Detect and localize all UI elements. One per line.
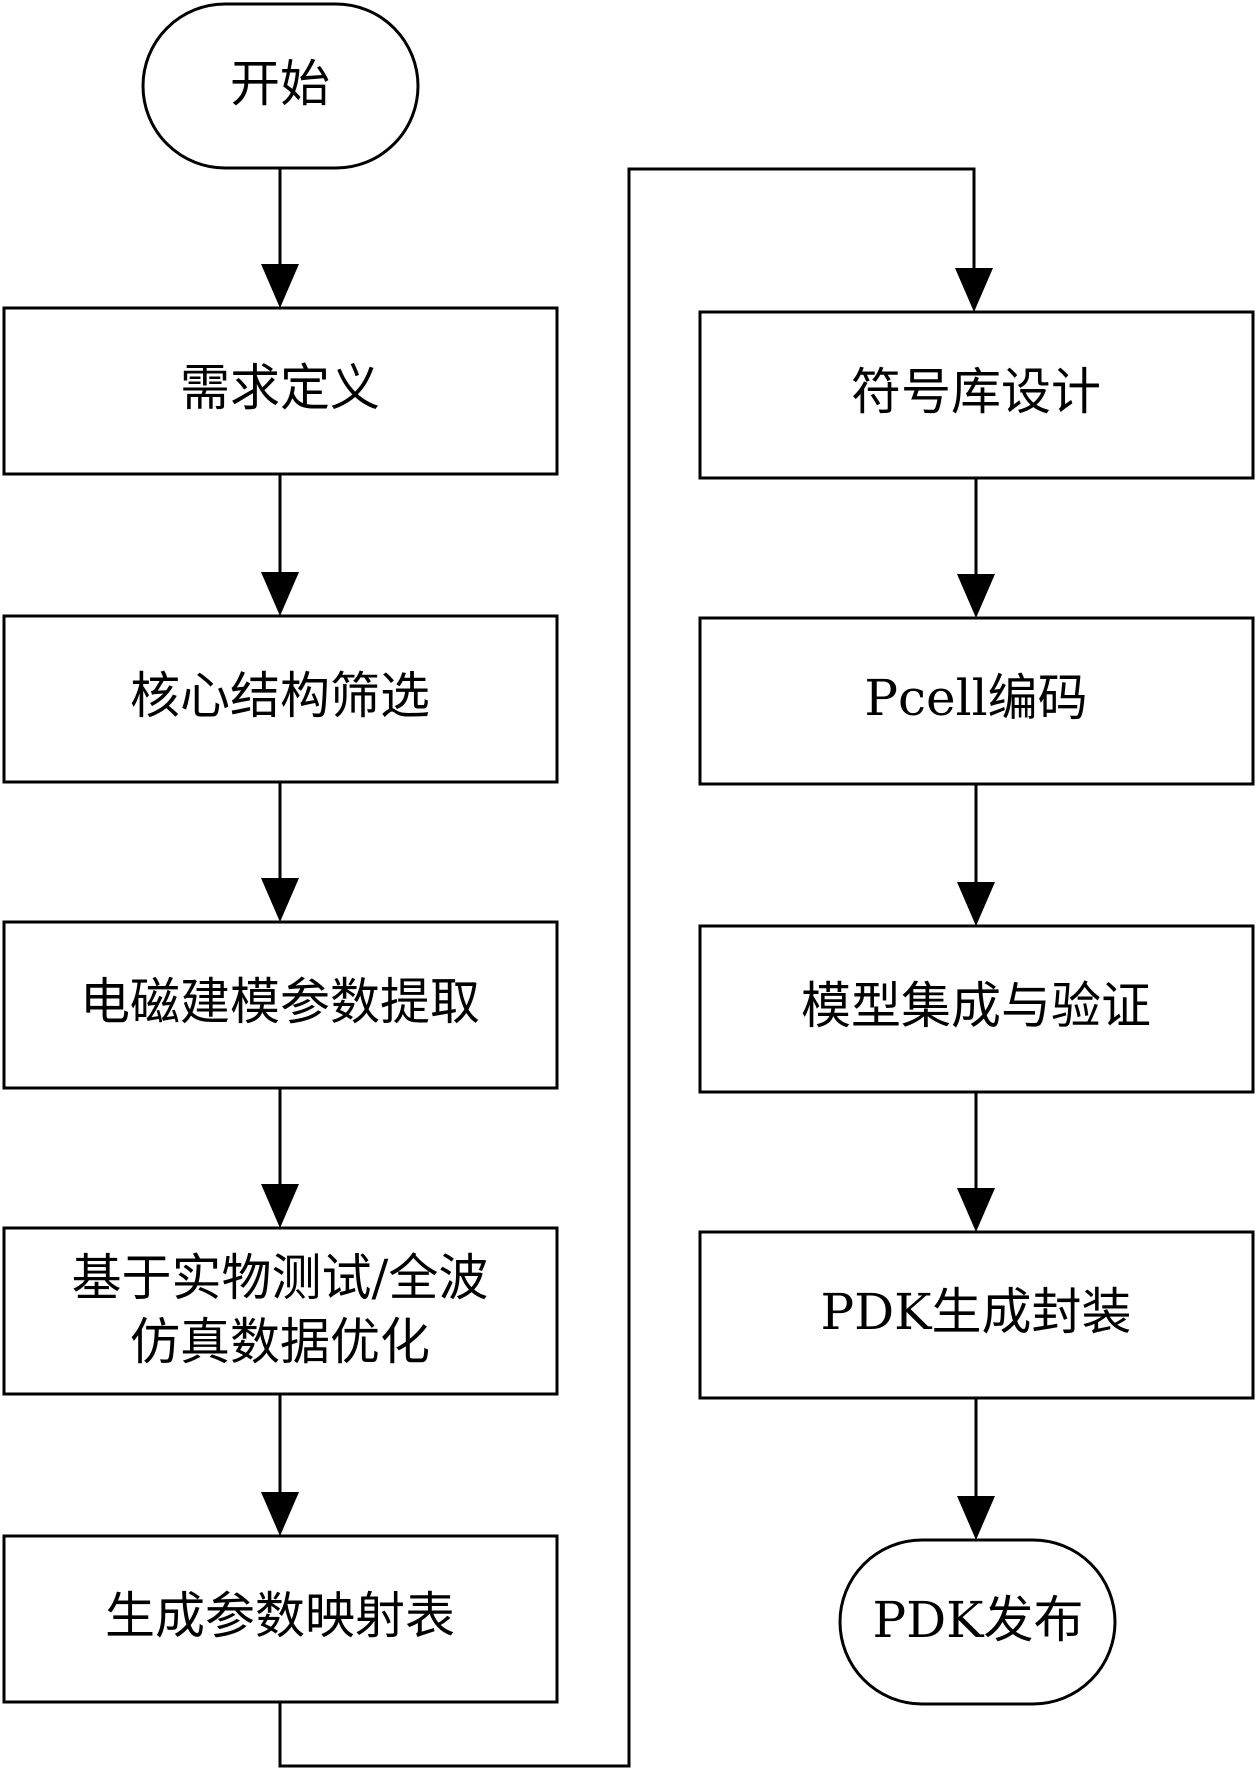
pdk-release-node: PDK发布	[838, 1538, 1117, 1706]
arrow-pcell-to-model-integration	[957, 784, 995, 926]
core-structure-node: 核心结构筛选	[2, 614, 559, 784]
pdk-packaging-node: PDK生成封装	[698, 1230, 1255, 1400]
arrow-mapping-table-to-symbol-library	[278, 167, 993, 1768]
arrow-core-structure-to-em-extraction	[261, 782, 299, 922]
arrow-symbol-library-to-pcell	[957, 478, 995, 618]
arrow-start-to-requirements	[261, 168, 299, 308]
start-label: 开始	[230, 55, 330, 113]
core-structure-label: 核心结构筛选	[130, 667, 430, 725]
arrow-requirements-to-core-structure	[261, 474, 299, 616]
arrow-pdk-packaging-to-pdk-release	[957, 1398, 995, 1540]
symbol-library-node: 符号库设计	[698, 310, 1255, 480]
model-integration-label: 模型集成与验证	[801, 977, 1151, 1035]
em-extraction-label: 电磁建模参数提取	[80, 973, 480, 1031]
mapping-table-label: 生成参数映射表	[105, 1587, 455, 1645]
arrow-em-extraction-to-optimization	[261, 1088, 299, 1228]
optimization-label-line1: 基于实物测试/全波	[72, 1249, 489, 1307]
mapping-table-node: 生成参数映射表	[2, 1534, 559, 1704]
start-node: 开始	[141, 2, 420, 170]
optimization-label-line2: 仿真数据优化	[130, 1313, 430, 1371]
pcell-label: Pcell编码	[864, 669, 1087, 727]
requirements-node: 需求定义	[2, 306, 559, 476]
optimization-node: 基于实物测试/全波 仿真数据优化	[2, 1226, 559, 1396]
model-integration-node: 模型集成与验证	[698, 924, 1255, 1094]
arrow-optimization-to-mapping-table	[261, 1394, 299, 1536]
pcell-node: Pcell编码	[698, 616, 1255, 786]
symbol-library-label: 符号库设计	[851, 363, 1101, 421]
arrow-model-integration-to-pdk-packaging	[957, 1092, 995, 1232]
pdk-packaging-label: PDK生成封装	[820, 1283, 1131, 1341]
pdk-release-label: PDK发布	[872, 1591, 1083, 1649]
em-extraction-node: 电磁建模参数提取	[2, 920, 559, 1090]
requirements-label: 需求定义	[180, 359, 380, 417]
